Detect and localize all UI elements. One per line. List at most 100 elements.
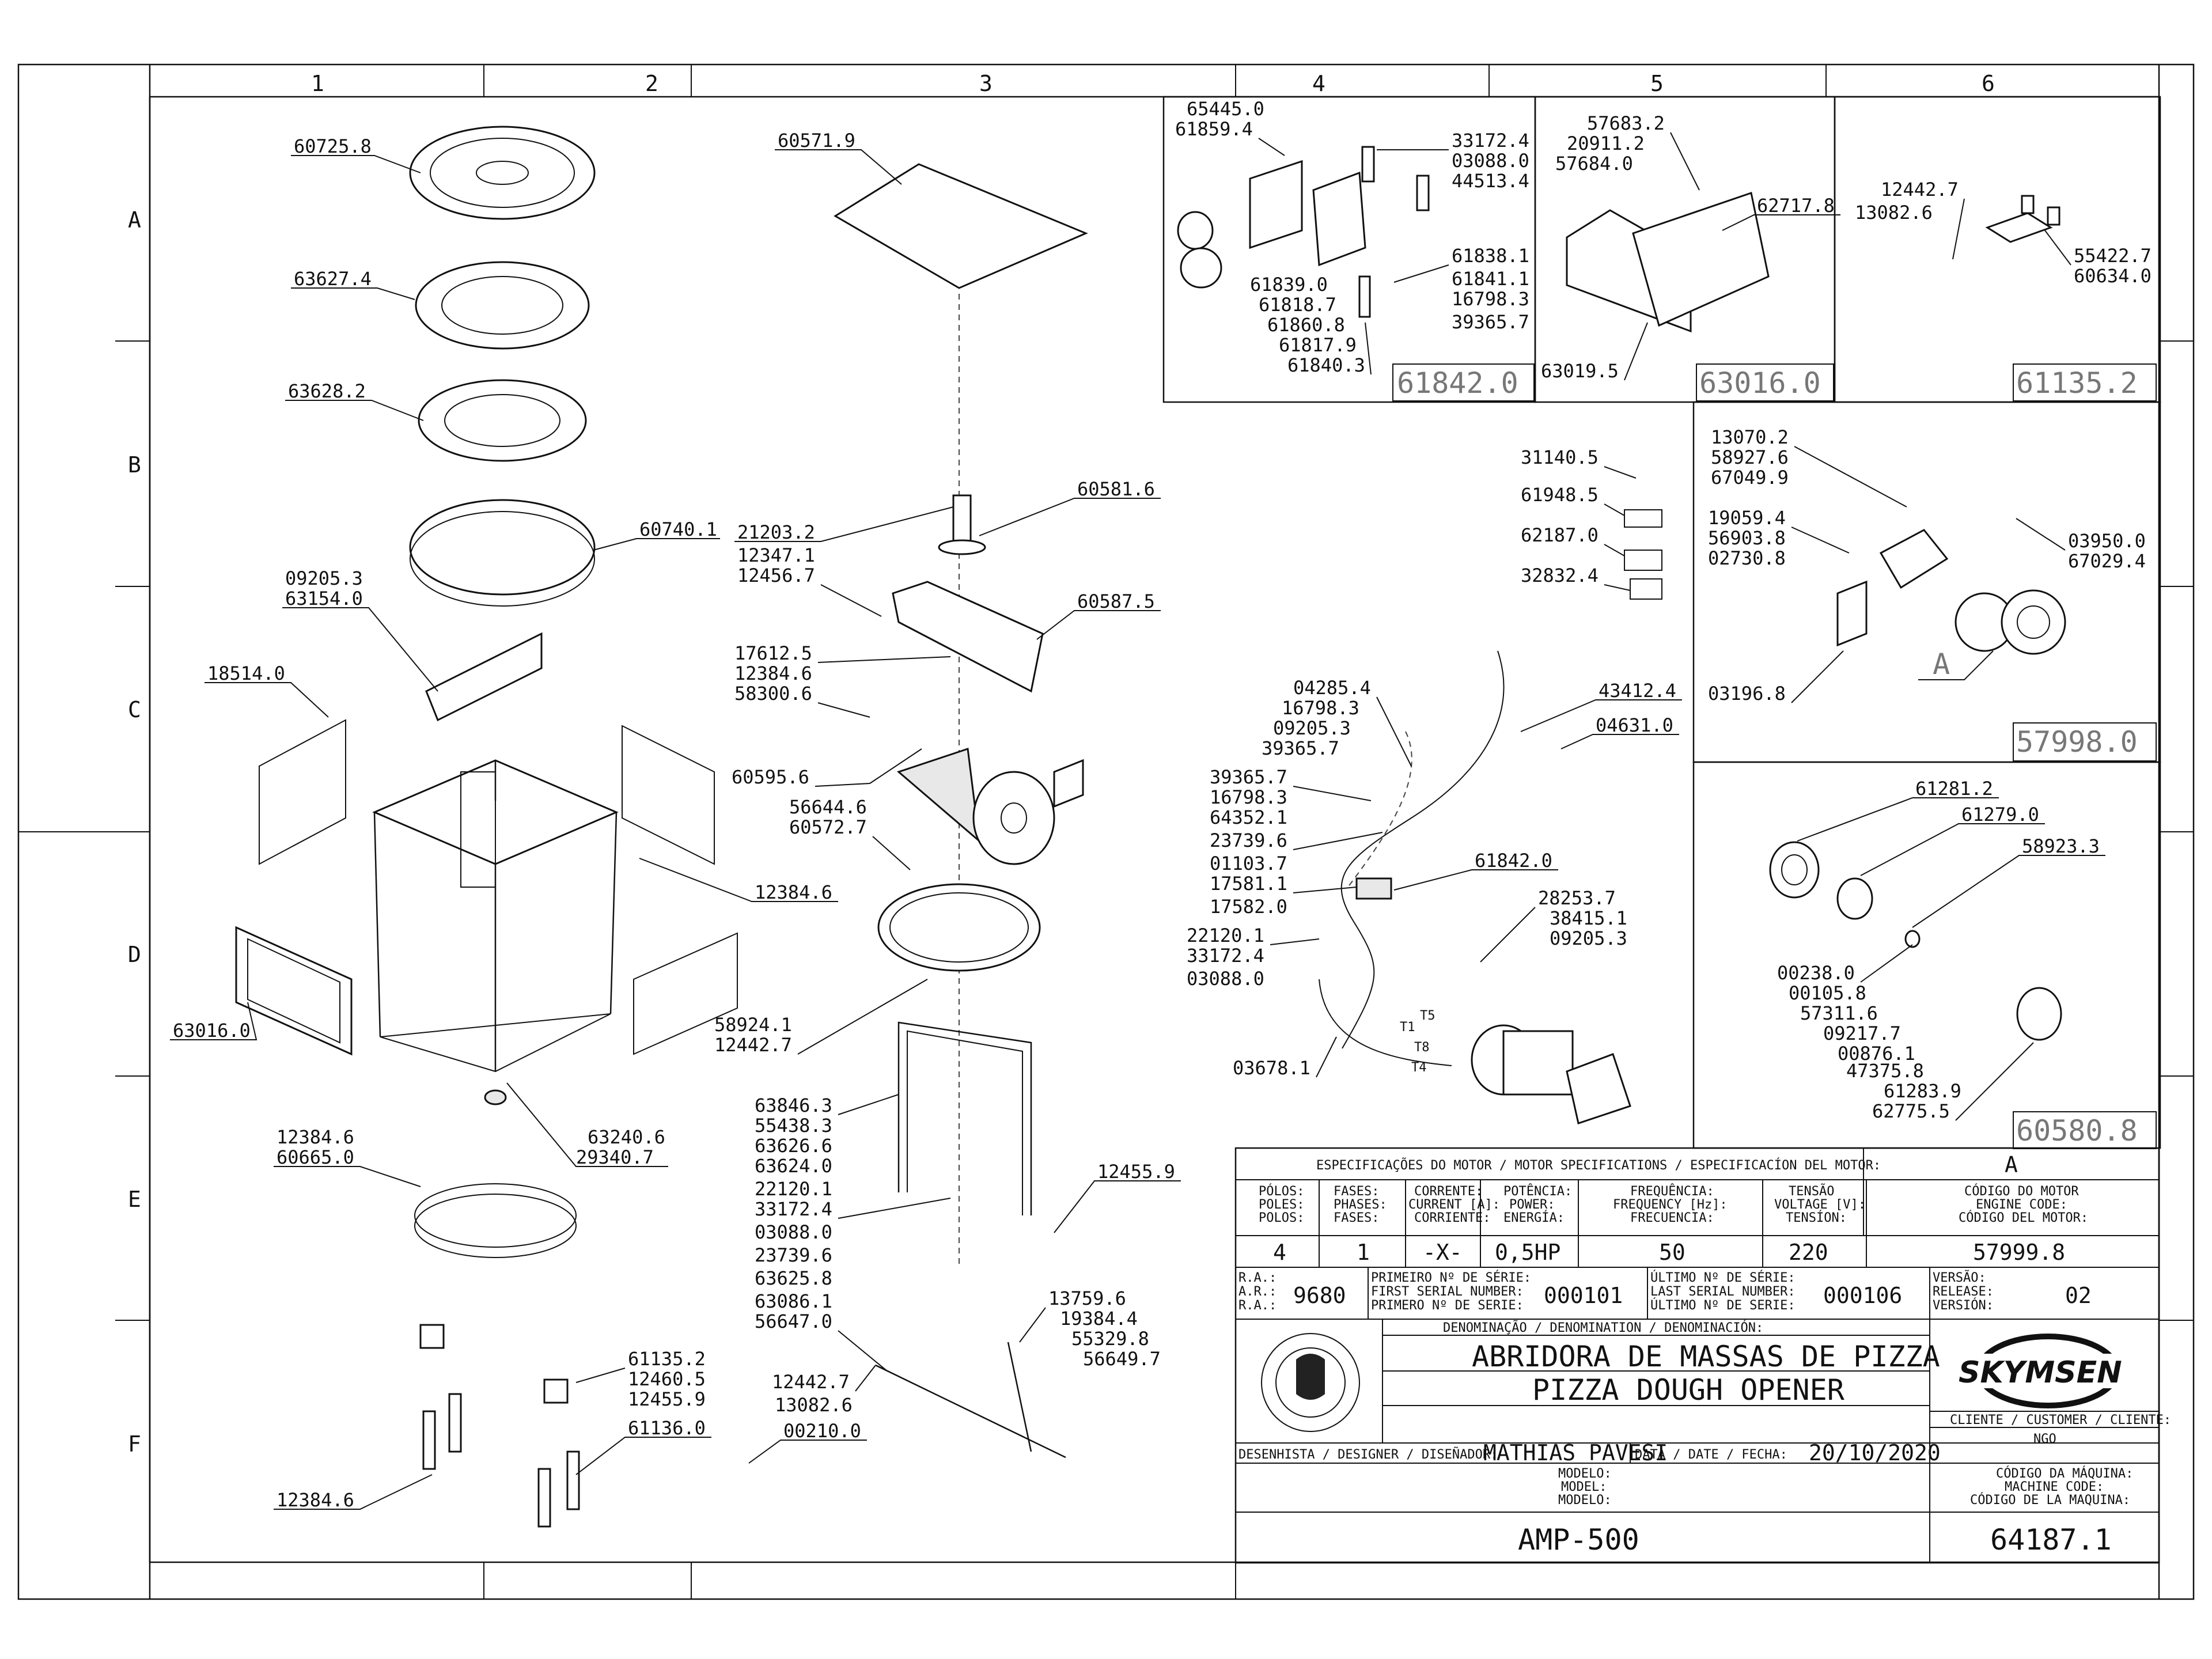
callout-label: 61839.0 (1250, 274, 1328, 296)
callout-label: 01103.7 (1210, 853, 1287, 874)
box-4a-code-frame (1392, 363, 1535, 402)
last-serial-value: 000106 (1823, 1283, 1902, 1308)
callout-label: 60572.7 (789, 816, 867, 838)
callout-label: 61841.1 (1452, 268, 1529, 290)
callout-label: 12455.9 (1097, 1161, 1175, 1183)
power-label-2: POWER: (1509, 1198, 1555, 1212)
cone-56644 (897, 747, 1084, 865)
box-4a-code: 61842.0 (1397, 366, 1518, 400)
zone-row-c: C (128, 697, 141, 722)
callout-label: 61279.0 (1961, 804, 2039, 825)
machine-code-label-3: CÓDIGO DE LA MAQUINA: (1970, 1493, 2130, 1508)
last-serial-label-1: ÚLTIMO Nº DE SÉRIE: (1650, 1270, 1796, 1285)
ra-value: 9680 (1293, 1283, 1346, 1308)
callout-label: 12460.5 (628, 1368, 706, 1390)
callout-label: 23739.6 (755, 1244, 832, 1266)
callout-label: 56647.0 (755, 1310, 832, 1332)
callout-label: 12384.6 (734, 662, 812, 684)
view-marker: A (1933, 647, 1950, 681)
motor-57998 (1836, 529, 2066, 655)
callout-label: 09205.3 (285, 567, 363, 589)
harness-43412 (1319, 650, 1505, 1066)
callout-label: 12442.7 (714, 1034, 792, 1056)
callout-label: 12347.1 (737, 544, 815, 566)
callout-label: 61281.2 (1915, 778, 1993, 800)
wire-label-t4: T4 (1411, 1060, 1427, 1075)
machine-code-label-1: CÓDIGO DA MÁQUINA: (1996, 1466, 2133, 1481)
code-label-1: CÓDIGO DO MOTOR (1964, 1184, 2079, 1199)
callout-label: 57684.0 (1555, 153, 1633, 175)
callout-label: 32832.4 (1521, 565, 1599, 586)
disc-63627 (415, 261, 590, 350)
poles-label-2: POLES: (1259, 1198, 1304, 1212)
stand-frame (372, 759, 619, 1073)
last-serial-label-2: LAST SERIAL NUMBER: (1650, 1285, 1796, 1299)
zone-column-ticks (483, 65, 2160, 1599)
callout-label: 13082.6 (1855, 202, 1933, 224)
callout-label: 21203.2 (737, 521, 815, 543)
designer-value: MATHIAS PAVESI (1483, 1440, 1668, 1465)
phases-label-2: PHASES: (1334, 1198, 1387, 1212)
box-6c-code-frame (2013, 722, 2157, 762)
callout-label: 57683.2 (1587, 112, 1665, 134)
callout-label: 09217.7 (1823, 1022, 1901, 1044)
ra-label-3: R.A.: (1238, 1298, 1277, 1313)
callout-label: 09205.3 (1550, 927, 1627, 949)
callout-label: 60571.9 (778, 130, 855, 151)
bracket-61135 (419, 1324, 462, 1470)
version-label-1: VERSÃO: (1933, 1270, 1986, 1285)
callout-label: 38415.1 (1550, 907, 1627, 929)
wire-label-t1: T1 (1400, 1020, 1415, 1035)
current-label-2: CURRENT [A]: (1408, 1198, 1500, 1212)
callout-label: 04631.0 (1596, 714, 1673, 736)
callout-label: 60587.5 (1077, 590, 1155, 612)
callout-label: 03088.0 (1452, 150, 1529, 172)
voltage-label-3: TENSÍON: (1786, 1210, 1847, 1225)
version-label-2: RELEASE: (1933, 1285, 1994, 1299)
callouts: 60725.8 63627.4 63628.2 60740.1 09205.3 … (170, 98, 2152, 1511)
box-6a-code-frame (2013, 363, 2157, 402)
zone-row-d: D (128, 942, 141, 967)
callout-label: 60725.8 (294, 135, 372, 157)
phases-label-1: FASES: (1334, 1184, 1379, 1199)
callout-label: 12456.7 (737, 565, 815, 586)
callout-label: 60595.6 (732, 766, 809, 788)
switch-61842 (1355, 877, 1392, 900)
poles-label-1: PÓLOS: (1259, 1184, 1304, 1199)
callout-label: 61136.0 (628, 1417, 706, 1439)
callout-label: 12384.6 (755, 881, 832, 903)
machine-name-pt: ABRIDORA DE MASSAS DE PIZZA (1472, 1340, 1940, 1373)
callout-label: 63016.0 (173, 1020, 251, 1041)
callout-label: 61818.7 (1259, 294, 1336, 316)
callout-label: 19384.4 (1060, 1308, 1138, 1330)
callout-label: 57311.6 (1800, 1002, 1878, 1024)
callout-label: 63019.5 (1541, 360, 1619, 382)
callout-label: 02730.8 (1708, 547, 1786, 569)
callout-label: 60581.6 (1077, 478, 1155, 500)
motor-03678 (1471, 1024, 1631, 1124)
callout-label: 13070.2 (1711, 426, 1789, 448)
callout-label: 58927.6 (1711, 446, 1789, 468)
power-label-3: ENERGÍA: (1503, 1210, 1565, 1225)
ring-gear-60572 (877, 883, 1041, 972)
callout-label: 16798.3 (1282, 697, 1359, 719)
side-panel-right (622, 725, 715, 865)
callout-label: 20911.2 (1567, 132, 1645, 154)
callout-label: 63628.2 (288, 380, 366, 402)
ra-label-1: R.A.: (1238, 1271, 1277, 1285)
callout-label: 58923.3 (2022, 835, 2100, 857)
callout-label: 43412.4 (1599, 680, 1676, 702)
callout-label: 03088.0 (755, 1221, 832, 1243)
callout-label: 39365.7 (1452, 311, 1529, 333)
date-label: DATA / DATE / FECHA: (1635, 1448, 1787, 1462)
frequency-value: 50 (1659, 1240, 1685, 1265)
callout-label: 47375.8 (1846, 1060, 1924, 1082)
callout-label: 12442.7 (772, 1371, 850, 1393)
callout-label: 33172.4 (755, 1198, 832, 1220)
zone-row-ticks (18, 340, 2194, 1321)
callout-label: 63240.6 (588, 1126, 665, 1148)
callout-label: 60740.1 (639, 518, 717, 540)
callout-label: 61860.8 (1267, 314, 1345, 336)
current-label-1: CORRENTE: (1414, 1184, 1483, 1199)
